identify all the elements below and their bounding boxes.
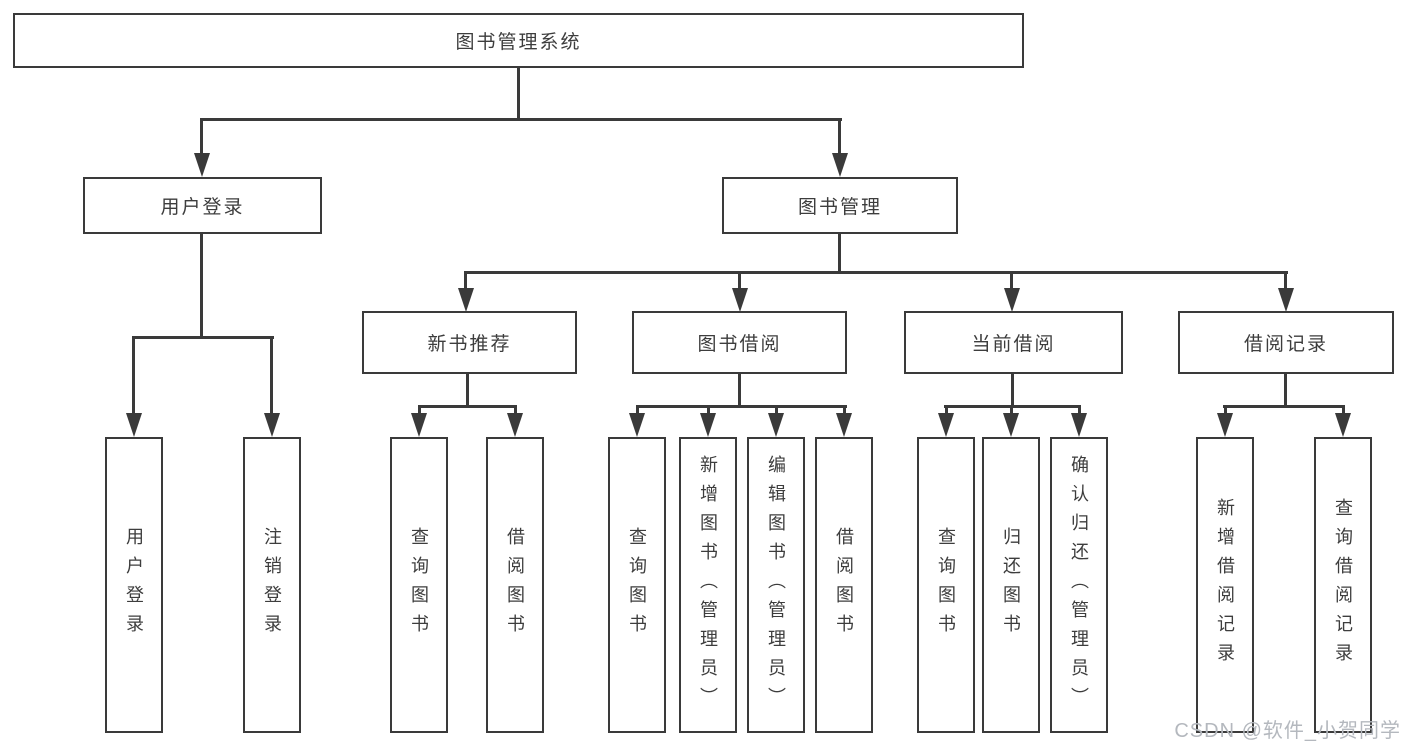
node-borrowing-records: 借阅记录 — [1178, 311, 1394, 374]
arrowhead-l3c-c1 — [938, 413, 954, 437]
leaf-query-books-recommend-label: 查询图书 — [409, 527, 429, 643]
connector-root-stem — [517, 68, 520, 118]
arrowhead-l3b-c2 — [700, 413, 716, 437]
connector-l3d-bar — [1223, 405, 1345, 408]
connector-to-leaf-login — [132, 336, 135, 416]
arrowhead-borrow-record — [1278, 288, 1294, 312]
leaf-query-borrow-record: 查询借阅记录 — [1314, 437, 1372, 733]
node-root-label: 图书管理系统 — [455, 32, 582, 53]
arrowhead-l3b-c3 — [768, 413, 784, 437]
leaf-query-borrow-record-label: 查询借阅记录 — [1333, 498, 1353, 672]
connector-to-current-borrow — [1010, 271, 1013, 291]
node-new-book-recommend-label: 新书推荐 — [427, 334, 512, 355]
arrowhead-leaf-logout — [264, 413, 280, 437]
connector-book-stem — [838, 234, 841, 271]
connector-l3a-c1 — [417, 405, 421, 416]
leaf-return-books-label: 归还图书 — [1001, 527, 1021, 643]
arrowhead-l3c-c3 — [1071, 413, 1087, 437]
leaf-borrow-books-recommend-label: 借阅图书 — [505, 527, 525, 643]
leaf-add-borrow-record: 新增借阅记录 — [1196, 437, 1254, 733]
leaf-user-login: 用户登录 — [105, 437, 163, 733]
arrowhead-book-mgmt — [832, 153, 848, 177]
connector-user-bar — [133, 336, 274, 339]
leaf-query-books-current: 查询图书 — [917, 437, 975, 733]
leaf-query-books-borrowing: 查询图书 — [608, 437, 666, 733]
arrowhead-current-borrow — [1004, 288, 1020, 312]
connector-l3b-bar — [636, 405, 847, 408]
leaf-query-books-borrowing-label: 查询图书 — [627, 527, 647, 643]
connector-l3c-c1 — [944, 405, 948, 416]
connector-l3b-c2 — [706, 405, 710, 416]
leaf-add-book-admin-label: 新增图书（管理员） — [698, 454, 718, 716]
leaf-add-borrow-record-label: 新增借阅记录 — [1215, 498, 1235, 672]
node-current-borrowing: 当前借阅 — [904, 311, 1123, 374]
arrowhead-new-book — [458, 288, 474, 312]
leaf-add-book-admin: 新增图书（管理员） — [679, 437, 737, 733]
leaf-return-books: 归还图书 — [982, 437, 1040, 733]
arrowhead-l3d-c2 — [1335, 413, 1351, 437]
connector-l3c-c2 — [1009, 405, 1013, 416]
connector-l3b-c1 — [635, 405, 639, 416]
connector-to-new-book — [464, 271, 467, 291]
connector-user-stem — [200, 234, 203, 336]
arrowhead-l3a-c2 — [507, 413, 523, 437]
watermark: CSDN @软件_小贺同学 — [1174, 720, 1401, 742]
leaf-query-books-current-label: 查询图书 — [936, 527, 956, 643]
connector-l3c-stem — [1011, 374, 1014, 405]
connector-l3d-c1 — [1223, 405, 1227, 416]
arrowhead-l3c-c2 — [1003, 413, 1019, 437]
node-user-login-label: 用户登录 — [160, 197, 245, 218]
connector-l3b-c4 — [842, 405, 846, 416]
connector-l3d-c2 — [1341, 405, 1345, 416]
connector-l3b-c3 — [774, 405, 778, 416]
leaf-logout-label: 注销登录 — [262, 527, 282, 643]
arrowhead-leaf-login — [126, 413, 142, 437]
connector-l3d-stem — [1284, 374, 1287, 405]
connector-to-borrow-record — [1284, 271, 1287, 291]
arrowhead-l3a-c1 — [411, 413, 427, 437]
node-book-borrowing-label: 图书借阅 — [697, 334, 782, 355]
node-book-management-label: 图书管理 — [797, 197, 882, 218]
node-new-book-recommend: 新书推荐 — [362, 311, 577, 374]
node-user-login: 用户登录 — [83, 177, 322, 234]
node-book-borrowing: 图书借阅 — [632, 311, 847, 374]
arrowhead-user-login — [194, 153, 210, 177]
connector-l3a-bar — [418, 405, 517, 408]
leaf-borrow-books-borrowing: 借阅图书 — [815, 437, 873, 733]
leaf-edit-book-admin: 编辑图书（管理员） — [747, 437, 805, 733]
connector-book-bar — [465, 271, 1288, 274]
connector-to-book-mgmt — [838, 118, 841, 156]
node-borrowing-records-label: 借阅记录 — [1243, 334, 1328, 355]
leaf-confirm-return-admin-label: 确认归还（管理员） — [1069, 454, 1089, 716]
arrowhead-l3b-c1 — [629, 413, 645, 437]
arrowhead-l3d-c1 — [1217, 413, 1233, 437]
node-root: 图书管理系统 — [13, 13, 1024, 68]
arrowhead-book-borrow — [732, 288, 748, 312]
connector-to-user-login — [200, 118, 203, 156]
leaf-borrow-books-recommend: 借阅图书 — [486, 437, 544, 733]
connector-l3a-stem — [466, 374, 469, 405]
leaf-confirm-return-admin: 确认归还（管理员） — [1050, 437, 1108, 733]
leaf-query-books-recommend: 查询图书 — [390, 437, 448, 733]
leaf-borrow-books-borrowing-label: 借阅图书 — [834, 527, 854, 643]
leaf-edit-book-admin-label: 编辑图书（管理员） — [766, 454, 786, 716]
connector-l3a-c2 — [513, 405, 517, 416]
connector-to-leaf-logout — [270, 336, 273, 416]
arrowhead-l3b-c4 — [836, 413, 852, 437]
leaf-user-login-label: 用户登录 — [124, 527, 144, 643]
connector-l3c-bar — [944, 405, 1081, 408]
node-book-management: 图书管理 — [722, 177, 958, 234]
connector-root-bar — [201, 118, 842, 121]
connector-l3b-stem — [738, 374, 741, 405]
leaf-logout: 注销登录 — [243, 437, 301, 733]
connector-l3c-c3 — [1077, 405, 1081, 416]
node-current-borrowing-label: 当前借阅 — [971, 334, 1056, 355]
connector-to-book-borrow — [738, 271, 741, 291]
